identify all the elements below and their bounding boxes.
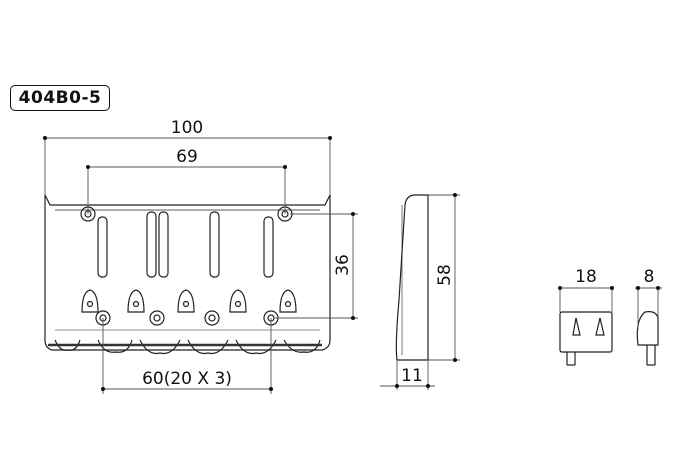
dim-base-depth: 11 (401, 366, 423, 386)
bridge-plate-outline (44, 195, 331, 351)
side-profile (395, 194, 429, 361)
mounting-holes-bottom (95, 310, 279, 326)
side-view (395, 194, 429, 361)
saddle-dimensions (558, 286, 662, 330)
string-anchor-row (48, 329, 322, 355)
front-dimensions (43, 136, 358, 394)
dim-side-height: 58 (435, 264, 455, 286)
side-dimensions (380, 193, 460, 390)
model-code-label: 404B0-5 (10, 85, 110, 111)
saddle-slots (97, 211, 274, 278)
saddle-side-detail (636, 311, 659, 366)
saddle-row (81, 289, 297, 313)
bridge-top-ridge (44, 194, 331, 206)
dim-mounting-hole-height: 36 (333, 254, 353, 276)
front-view (44, 194, 331, 355)
dim-mounting-hole-spacing: 69 (176, 147, 198, 167)
dim-saddle-depth: 8 (644, 267, 655, 287)
dim-overall-width: 100 (171, 118, 203, 138)
dim-saddle-spacing: 60(20 X 3) (142, 369, 232, 389)
saddle-front-detail (559, 311, 613, 366)
dim-saddle-width: 18 (575, 267, 597, 287)
